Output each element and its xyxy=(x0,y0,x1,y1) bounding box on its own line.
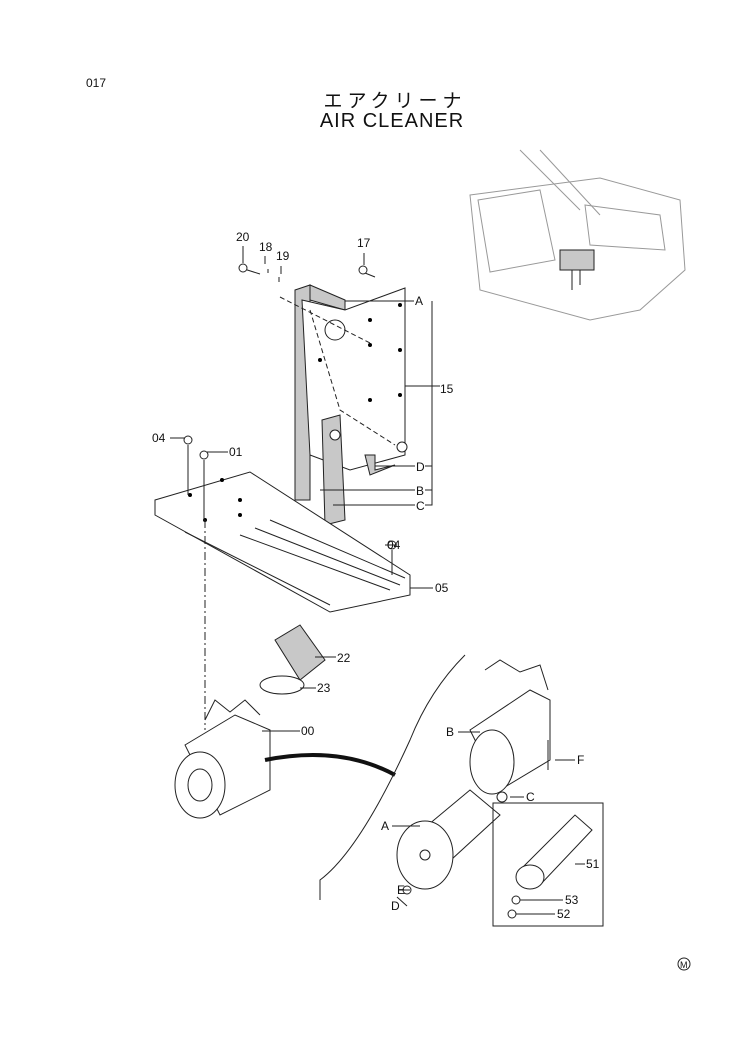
callout-05: 05 xyxy=(435,581,449,595)
callout-B-upper: B xyxy=(416,484,424,498)
svg-text:M: M xyxy=(680,960,688,970)
callout-C-lower: C xyxy=(526,790,535,804)
callout-B-lower: B xyxy=(446,725,454,739)
bracket-assembly xyxy=(238,246,408,526)
exploded-view xyxy=(319,654,604,927)
callout-00: 00 xyxy=(301,724,315,738)
callout-17: 17 xyxy=(357,236,371,250)
callout-19: 19 xyxy=(276,249,290,263)
page-number: 017 xyxy=(86,76,107,90)
callout-E: E xyxy=(397,883,405,897)
callout-04-a: 04 xyxy=(152,431,166,445)
callout-51: 51 xyxy=(586,857,600,871)
callout-52: 52 xyxy=(557,907,571,921)
callout-C-upper: C xyxy=(416,499,425,513)
callout-15: 15 xyxy=(440,382,454,396)
callout-22: 22 xyxy=(337,651,351,665)
excavator-overview xyxy=(469,149,686,321)
leader-lines xyxy=(170,300,585,915)
callout-23: 23 xyxy=(317,681,331,695)
callout-20: 20 xyxy=(236,230,250,244)
callout-A-upper: A xyxy=(415,294,423,308)
callout-F: F xyxy=(577,753,584,767)
callout-04-b: 04 xyxy=(387,538,401,552)
title-english: AIR CLEANER xyxy=(319,110,465,132)
callout-18: 18 xyxy=(259,240,273,254)
callout-01: 01 xyxy=(229,445,243,459)
callout-D-upper: D xyxy=(416,460,425,474)
callout-53: 53 xyxy=(565,893,579,907)
step-plate xyxy=(154,435,411,730)
m-mark: M xyxy=(677,957,691,971)
callout-D-lower: D xyxy=(391,899,400,913)
callout-A-lower: A xyxy=(381,819,389,833)
title-japanese: エアクリーナ xyxy=(323,90,467,112)
air-cleaner xyxy=(174,624,396,819)
